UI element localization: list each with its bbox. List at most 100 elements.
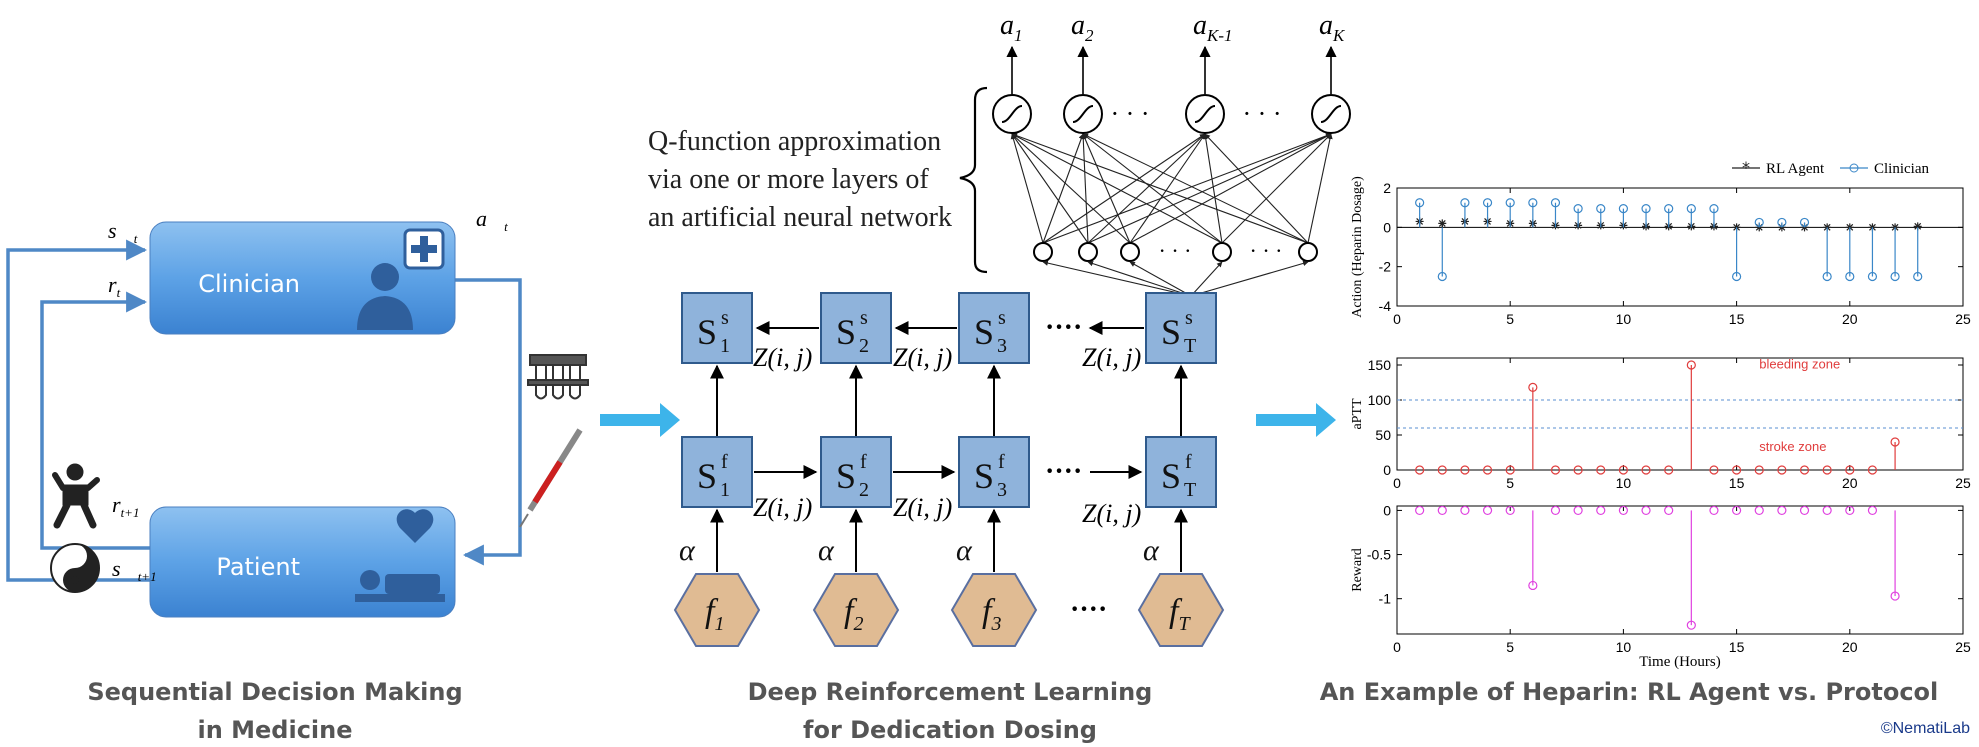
y-tick-label: 2 [1383,180,1391,196]
stem-marker-circle [1709,465,1719,475]
z-label-mid-2: Z(i, j) [893,493,952,522]
x-tick-label: 20 [1842,311,1858,327]
legend-label-1: RL Agent [1766,161,1825,177]
test-tubes-icon [527,354,589,400]
stem-marker-circle [1415,505,1425,516]
hidden-node [1298,242,1318,262]
stem-marker-circle [1528,580,1538,591]
network-edge [1221,133,1332,244]
stem-marker-circle [1709,204,1719,214]
chart-frame [1396,187,1964,307]
person-icon [52,463,100,529]
network-edge [1082,133,1131,244]
y-axis-label: aPTT [1350,398,1365,430]
svg-text:s⃗t+1: s⃗t+1 [112,556,157,584]
stem-marker-circle [1573,204,1583,214]
stem-marker-circle [1641,465,1651,475]
patient-box[interactable] [149,506,456,618]
alpha-label-1: α [679,534,696,567]
brace [959,86,988,274]
y-tick-label: -0.5 [1367,547,1391,563]
feature-hexagon-3 [950,573,1038,647]
network-edge [1087,133,1332,244]
stem-marker-circle [1596,465,1606,475]
network-edge [1011,133,1309,244]
stem-marker-circle [1731,271,1742,282]
s-mid-2-sub: 2 [859,479,869,501]
network-input-edge [1190,260,1309,297]
x-tick-label: 25 [1955,639,1971,655]
s-mid-1-sub: 1 [720,479,730,501]
caption-middle-line1: Deep Reinforcement Learning [748,678,1153,706]
y-axis-label: Action (Heparin Dosage) [1350,176,1365,318]
hidden-node [1212,242,1232,262]
stem-marker-circle [1460,198,1470,208]
s-top-4-box [1145,292,1217,364]
x-tick-label: 0 [1393,639,1401,655]
s-top-1-label: S [697,312,717,352]
output-label-4: aK [1319,10,1346,45]
stem-marker-circle [1664,204,1674,214]
z-label-top-2: Z(i, j) [893,343,952,372]
svg-text:a⃗t: a⃗t [476,206,508,234]
stem-marker-circle [1415,198,1425,208]
ellipsis-hidden: · · · [1159,238,1192,263]
stem-marker-circle [1641,505,1651,516]
stem-marker-circle [1686,204,1696,214]
y-tick-label: 100 [1368,392,1392,408]
qtext-line-3: an artificial neural network [648,202,952,233]
stem-marker-circle [1528,382,1538,392]
stem-marker-circle [1777,505,1787,516]
stem-marker-circle [1686,620,1696,630]
network-input-edge [1087,260,1192,297]
stem-marker-circle [1731,505,1742,516]
network-edge [1011,133,1223,244]
dots-top: ···· [1045,312,1082,343]
stem-marker-circle [1664,505,1674,516]
network-edge [1010,133,1044,244]
credit: ©NematiLab [1881,720,1970,737]
stem-marker-circle [1460,505,1470,516]
s-mid-4-sub: T [1184,479,1196,501]
stem-marker-circle [1573,465,1583,475]
stem-marker-circle [1754,505,1764,516]
x-tick-label: 20 [1842,475,1858,491]
label-next-reward: rt+1 [112,492,139,520]
stem-marker-star [1823,223,1832,232]
network-edge [1042,133,1332,244]
y-tick-label: -1 [1379,591,1392,607]
x-tick-label: 5 [1506,639,1514,655]
chart-frame [1396,505,1964,635]
s-mid-3-box [958,436,1030,508]
network-input-edge [1129,261,1192,297]
stem-marker-circle [1618,465,1629,475]
stem-marker-circle [1867,465,1878,475]
network-edge [1129,133,1206,244]
stem-marker-circle [1890,437,1900,447]
panel-left: Clinician Patient s⃗t rt a⃗t rt+ [6,206,589,744]
syringe-icon [519,428,583,528]
y-axis-label: Reward [1350,548,1365,592]
s-top-4-sup: s [1185,307,1193,329]
s-mid-1-box [681,436,753,508]
sigmoid-icon [1072,105,1094,123]
ellipsis-outputs-2: · · · [1243,99,1282,128]
stem-marker-star [1438,219,1447,228]
svg-text:rt+1: rt+1 [112,492,139,520]
hidden-node [1078,242,1098,262]
s-mid-2-label: S [836,456,856,496]
stem-marker-circle [1754,217,1764,228]
hidden-node [1120,242,1140,262]
x-tick-label: 25 [1955,475,1971,491]
network-edge [1011,133,1089,244]
legend-marker-circle [1849,163,1859,173]
s-top-3-label: S [974,312,994,352]
stem-marker-star [1845,223,1854,232]
stem-marker-circle [1664,465,1674,475]
network-edge [1204,133,1309,244]
dots-mid: ···· [1045,456,1082,487]
alpha-label-3: α [956,534,973,567]
